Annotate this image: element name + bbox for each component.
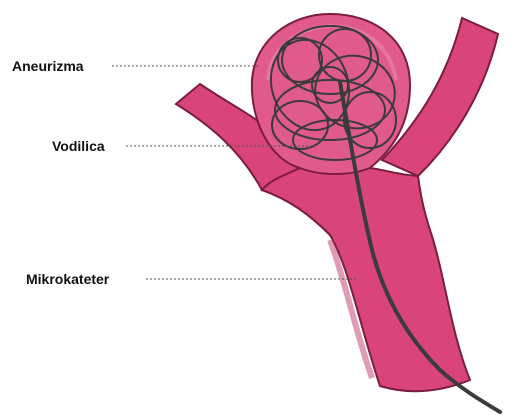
aneurysm-label: Aneurizma xyxy=(12,58,84,74)
microcatheter-label: Mikrokateter xyxy=(26,271,110,287)
guidewire-label: Vodilica xyxy=(52,138,105,154)
